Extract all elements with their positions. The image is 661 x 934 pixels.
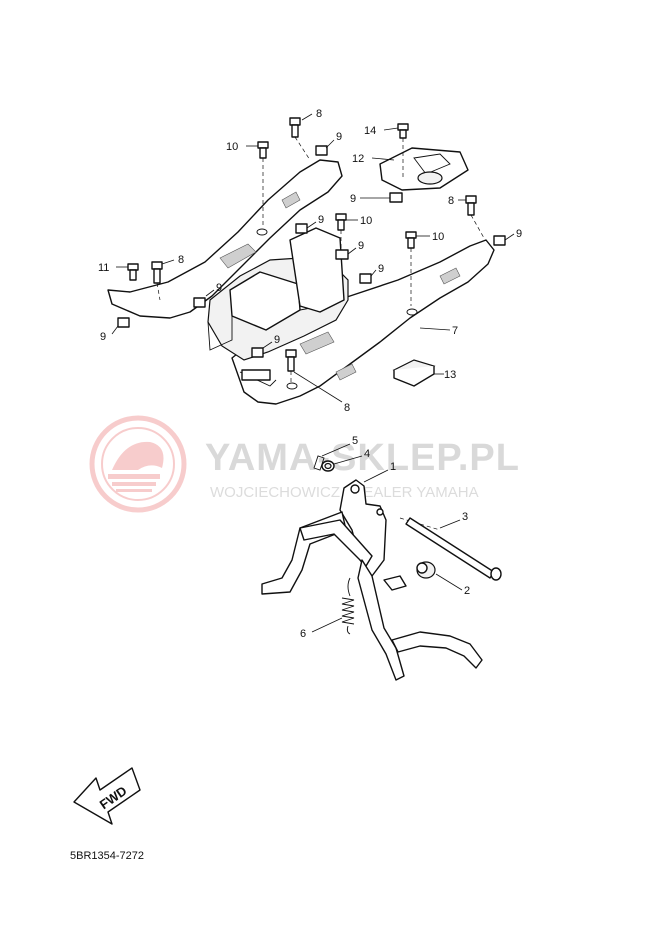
bolt-11-icon — [127, 263, 139, 281]
callout-12: 12 — [352, 153, 364, 165]
callout-9-left: 9 — [100, 331, 106, 343]
callout-10-mid: 10 — [360, 215, 372, 227]
stand-right-leg — [357, 559, 405, 681]
callout-9-top: 9 — [336, 131, 342, 143]
nut-9c-icon — [493, 235, 506, 246]
nut-9h-icon — [193, 297, 206, 308]
footboard-pad-right — [299, 331, 335, 355]
bolt-8-top-icon — [289, 117, 301, 138]
footboard-assembly — [107, 159, 495, 405]
washer-4 — [321, 460, 335, 472]
callouts: 8 9 10 14 12 9 8 9 10 9 10 9 11 8 9 9 9 — [98, 108, 522, 640]
callout-9-box: 9 — [216, 282, 222, 294]
callout-6: 6 — [300, 628, 306, 640]
callout-8-left: 8 — [178, 254, 184, 266]
cover-12 — [379, 147, 469, 191]
bolt-10-mid-icon — [335, 213, 347, 231]
shaft-3 — [405, 517, 502, 581]
footboard-right-rail — [231, 239, 495, 405]
bolt-8-left-icon — [151, 261, 163, 284]
nut-9f-icon — [359, 273, 372, 284]
watermark: YAMA-SKLEP.PL WOJCIECHOWICZ / DEALER YAM… — [89, 415, 520, 513]
callout-9-panel: 9 — [318, 214, 324, 226]
fasteners — [117, 117, 506, 372]
nut-9b-icon — [389, 192, 403, 203]
nut-9g-icon — [117, 317, 130, 328]
callout-14: 14 — [364, 125, 376, 137]
callout-7: 7 — [452, 325, 458, 337]
center-stand — [261, 479, 483, 681]
callout-1: 1 — [390, 461, 396, 473]
callout-2: 2 — [464, 585, 470, 597]
watermark-logo — [89, 415, 187, 513]
callout-8-right: 8 — [448, 195, 454, 207]
callout-10-right: 10 — [432, 231, 444, 243]
callout-9-right-mid: 9 — [378, 263, 384, 275]
callout-10-top: 10 — [226, 141, 238, 153]
callout-5: 5 — [352, 435, 358, 447]
nut-9d-icon — [335, 249, 349, 260]
stand-bracket — [339, 479, 387, 577]
footboard-tunnel — [289, 227, 345, 313]
callout-4: 4 — [364, 448, 370, 460]
bolt-10-top-icon — [257, 141, 269, 159]
nut-9e-icon — [295, 223, 308, 234]
bolt-8-right-icon — [465, 195, 477, 216]
bolt-10-right-icon — [405, 231, 417, 249]
assembly-lines — [156, 136, 485, 531]
footboard-pad-left — [219, 243, 257, 269]
spring-6 — [341, 577, 355, 635]
watermark-title: YAMA-SKLEP.PL — [205, 437, 520, 479]
bolt-14-icon — [397, 123, 409, 139]
nut-9-icon — [315, 145, 328, 156]
callout-9-mid: 9 — [358, 240, 364, 252]
callout-9-lower: 9 — [274, 334, 280, 346]
fwd-arrow-icon: FWD — [73, 767, 141, 825]
bushing-2 — [416, 561, 436, 579]
clip-5 — [313, 455, 325, 471]
callout-3: 3 — [462, 511, 468, 523]
callout-9-right-end: 9 — [516, 228, 522, 240]
pad-13 — [392, 359, 436, 387]
diagram-code: 5BR1354-7272 — [70, 850, 144, 862]
bolt-8-bottom-icon — [285, 349, 297, 372]
nut-9i-icon — [251, 347, 264, 358]
callout-9-cover: 9 — [350, 193, 356, 205]
callout-8-bottom: 8 — [344, 402, 350, 414]
callout-13: 13 — [444, 369, 456, 381]
callout-8-top: 8 — [316, 108, 322, 120]
callout-11: 11 — [98, 262, 109, 274]
stand-foot-loop — [391, 631, 483, 669]
